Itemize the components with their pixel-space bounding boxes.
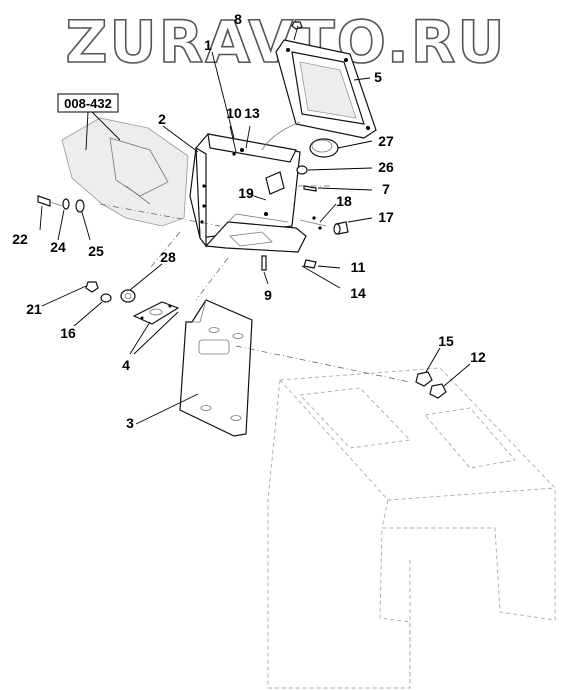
- assembly-axis-lines: [99, 185, 411, 383]
- callout-15: 15: [438, 333, 454, 349]
- callout-27: 27: [378, 133, 394, 149]
- reference-box: [57, 93, 119, 113]
- callout-2: 2: [158, 111, 166, 127]
- callout-24: 24: [50, 239, 66, 255]
- callout-labels: 1 2 3 4 5 7 8 9 10 11 12 13 14 15 16 17 …: [12, 11, 486, 431]
- hardware-parts: [37, 21, 447, 399]
- flange-part: [132, 301, 180, 325]
- callout-5: 5: [374, 69, 382, 85]
- callout-19: 19: [238, 185, 254, 201]
- callout-16: 16: [60, 325, 76, 341]
- callout-12: 12: [470, 349, 486, 365]
- round-cap-part: [309, 138, 339, 158]
- callout-25: 25: [88, 243, 104, 259]
- leader-lines: [39, 25, 471, 425]
- callout-26: 26: [378, 159, 394, 175]
- callout-3: 3: [126, 415, 134, 431]
- callout-11: 11: [351, 259, 366, 275]
- callout-28: 28: [160, 249, 176, 265]
- callout-7: 7: [382, 181, 390, 197]
- callout-18: 18: [336, 193, 352, 209]
- callout-4: 4: [122, 357, 130, 373]
- callout-9: 9: [264, 287, 272, 303]
- mounting-plate-part: [179, 299, 253, 437]
- callout-13: 13: [244, 105, 260, 121]
- callout-14: 14: [350, 285, 366, 301]
- callout-8: 8: [234, 11, 242, 27]
- callout-10: 10: [226, 105, 242, 121]
- cab-housing-outline: [267, 367, 556, 689]
- callout-21: 21: [26, 301, 42, 317]
- callout-22: 22: [12, 231, 28, 247]
- reference-label: 008-432: [64, 96, 112, 111]
- main-box-part: [189, 133, 307, 253]
- callout-17: 17: [378, 209, 394, 225]
- bracket-008-432: [61, 117, 189, 227]
- display-frame-part: [261, 39, 377, 151]
- callout-1: 1: [204, 37, 212, 53]
